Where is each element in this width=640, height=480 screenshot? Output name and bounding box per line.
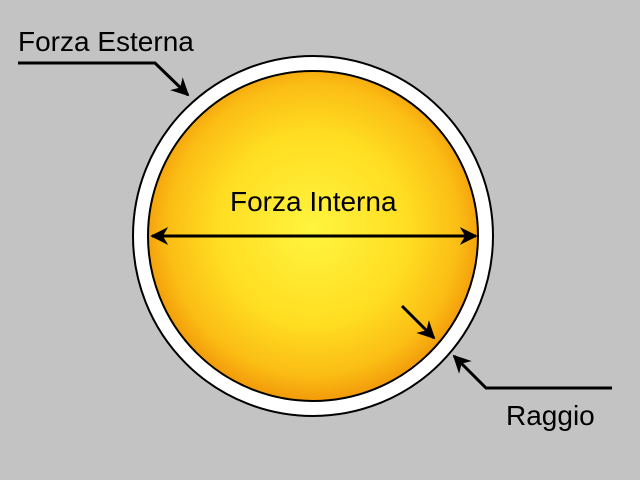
external-force-arrow <box>18 61 190 97</box>
radius-inner-arrow <box>400 304 436 340</box>
radius-leader-arrow <box>452 354 612 390</box>
external-force-label: Forza Esterna <box>18 26 194 57</box>
radius-label: Raggio <box>506 400 595 431</box>
internal-force-label: Forza Interna <box>230 186 397 217</box>
